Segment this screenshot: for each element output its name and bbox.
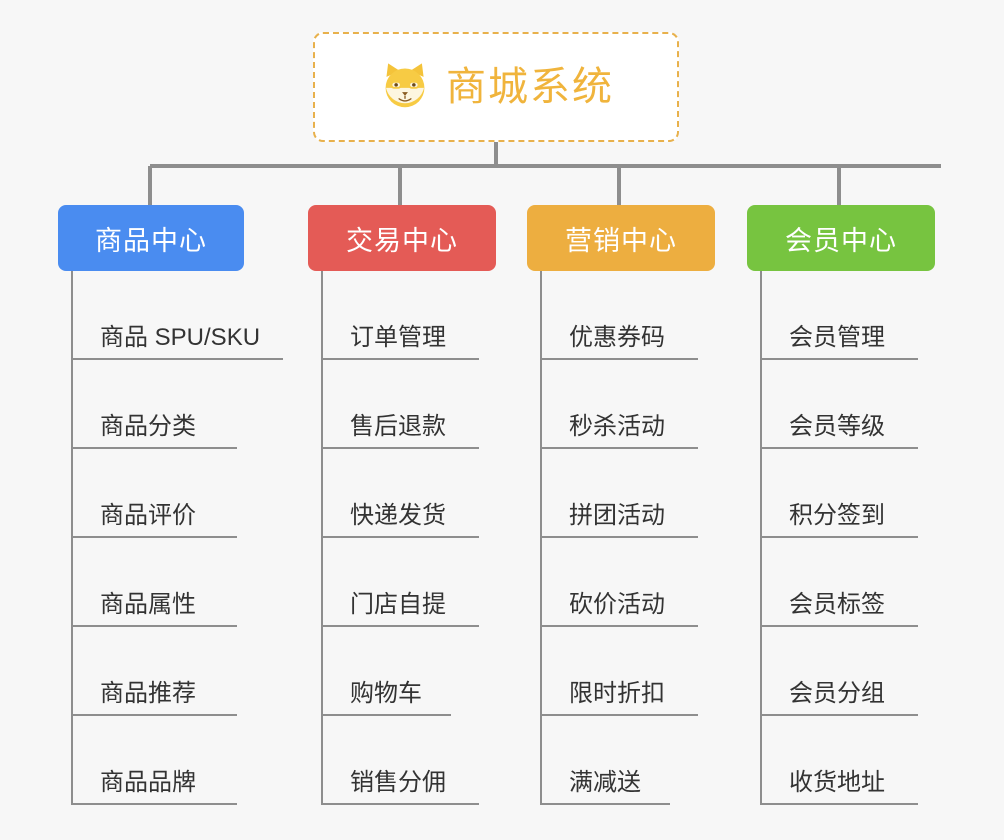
branch-header-label: 商品中心 bbox=[95, 225, 207, 256]
branch-trade-center: 交易中心 订单管理 售后退款 快递发货 门店自提 购物车 bbox=[308, 205, 496, 805]
leaf-list-member-center: 会员管理 会员等级 积分签到 会员标签 会员分组 收货地址 bbox=[747, 271, 935, 805]
leaf-underline bbox=[71, 447, 237, 449]
branch-header-trade-center[interactable]: 交易中心 bbox=[308, 205, 496, 271]
leaf-item-label: 订单管理 bbox=[350, 324, 446, 351]
leaf-underline bbox=[321, 714, 451, 716]
leaf-underline bbox=[321, 447, 479, 449]
leaf-item[interactable]: 限时折扣 bbox=[527, 627, 715, 716]
branch-member-center: 会员中心 会员管理 会员等级 积分签到 会员标签 会员分组 bbox=[747, 205, 935, 805]
leaf-item[interactable]: 收货地址 bbox=[747, 716, 935, 805]
leaf-underline bbox=[321, 536, 479, 538]
leaf-item-label: 门店自提 bbox=[350, 591, 446, 618]
leaf-underline bbox=[540, 447, 698, 449]
root-title: 商城系统 bbox=[446, 65, 614, 109]
leaf-item[interactable]: 商品分类 bbox=[58, 360, 288, 449]
leaf-item[interactable]: 销售分佣 bbox=[308, 716, 496, 805]
branch-header-label: 交易中心 bbox=[346, 225, 458, 256]
branch-trunk-line bbox=[760, 271, 762, 805]
leaf-item-label: 收货地址 bbox=[789, 769, 885, 796]
branch-header-marketing-center[interactable]: 营销中心 bbox=[527, 205, 715, 271]
leaf-underline bbox=[760, 625, 918, 627]
leaf-item[interactable]: 会员标签 bbox=[747, 538, 935, 627]
leaf-item-label: 快递发货 bbox=[350, 502, 446, 529]
branch-header-product-center[interactable]: 商品中心 bbox=[58, 205, 244, 271]
leaf-underline bbox=[71, 803, 237, 805]
leaf-item[interactable]: 商品推荐 bbox=[58, 627, 288, 716]
leaf-item[interactable]: 满减送 bbox=[527, 716, 715, 805]
leaf-underline bbox=[540, 803, 670, 805]
leaf-item-label: 商品分类 bbox=[100, 413, 196, 440]
leaf-item[interactable]: 会员等级 bbox=[747, 360, 935, 449]
branch-header-member-center[interactable]: 会员中心 bbox=[747, 205, 935, 271]
leaf-underline bbox=[760, 358, 918, 360]
leaf-item-label: 秒杀活动 bbox=[569, 413, 665, 440]
leaf-underline bbox=[540, 714, 698, 716]
leaf-item-label: 商品推荐 bbox=[100, 680, 196, 707]
leaf-item-label: 拼团活动 bbox=[569, 502, 665, 529]
leaf-item-label: 会员标签 bbox=[789, 591, 885, 618]
leaf-item[interactable]: 商品 SPU/SKU bbox=[58, 271, 288, 360]
leaf-underline bbox=[321, 358, 479, 360]
leaf-underline bbox=[540, 625, 698, 627]
leaf-item[interactable]: 秒杀活动 bbox=[527, 360, 715, 449]
leaf-underline bbox=[760, 714, 918, 716]
leaf-underline bbox=[321, 803, 479, 805]
leaf-underline bbox=[71, 625, 237, 627]
leaf-item[interactable]: 砍价活动 bbox=[527, 538, 715, 627]
leaf-underline bbox=[760, 803, 918, 805]
root-node[interactable]: 商城系统 bbox=[313, 32, 679, 142]
leaf-item-label: 限时折扣 bbox=[569, 680, 665, 707]
leaf-item-label: 商品评价 bbox=[100, 502, 196, 529]
leaf-list-trade-center: 订单管理 售后退款 快递发货 门店自提 购物车 销售分佣 bbox=[308, 271, 496, 805]
branch-trunk-line bbox=[71, 271, 73, 805]
branch-marketing-center: 营销中心 优惠券码 秒杀活动 拼团活动 砍价活动 限时折扣 bbox=[527, 205, 715, 805]
leaf-item[interactable]: 商品属性 bbox=[58, 538, 288, 627]
leaf-underline bbox=[760, 447, 918, 449]
leaf-list-product-center: 商品 SPU/SKU 商品分类 商品评价 商品属性 商品推荐 商品品牌 bbox=[58, 271, 288, 805]
leaf-underline bbox=[321, 625, 479, 627]
leaf-item[interactable]: 会员分组 bbox=[747, 627, 935, 716]
leaf-item-label: 会员分组 bbox=[789, 680, 885, 707]
leaf-item[interactable]: 售后退款 bbox=[308, 360, 496, 449]
branch-trunk-line bbox=[540, 271, 542, 805]
leaf-item-label: 商品品牌 bbox=[100, 769, 196, 796]
branch-header-label: 会员中心 bbox=[785, 225, 897, 256]
leaf-list-marketing-center: 优惠券码 秒杀活动 拼团活动 砍价活动 限时折扣 满减送 bbox=[527, 271, 715, 805]
leaf-item-label: 满减送 bbox=[569, 769, 641, 796]
leaf-underline bbox=[71, 536, 237, 538]
leaf-item[interactable]: 门店自提 bbox=[308, 538, 496, 627]
leaf-underline bbox=[760, 536, 918, 538]
branch-trunk-line bbox=[321, 271, 323, 805]
leaf-item-label: 优惠券码 bbox=[569, 324, 665, 351]
leaf-item[interactable]: 快递发货 bbox=[308, 449, 496, 538]
leaf-item-label: 商品属性 bbox=[100, 591, 196, 618]
leaf-item[interactable]: 积分签到 bbox=[747, 449, 935, 538]
leaf-underline bbox=[540, 358, 698, 360]
leaf-underline bbox=[71, 358, 283, 360]
leaf-item[interactable]: 订单管理 bbox=[308, 271, 496, 360]
leaf-underline bbox=[71, 714, 237, 716]
shiba-inu-dog-face-icon bbox=[385, 63, 425, 108]
leaf-item[interactable]: 购物车 bbox=[308, 627, 496, 716]
leaf-item[interactable]: 优惠券码 bbox=[527, 271, 715, 360]
leaf-item[interactable]: 商品品牌 bbox=[58, 716, 288, 805]
leaf-item-label: 购物车 bbox=[350, 680, 422, 707]
leaf-item-label: 会员等级 bbox=[789, 413, 885, 440]
leaf-item[interactable]: 拼团活动 bbox=[527, 449, 715, 538]
leaf-item-label: 砍价活动 bbox=[569, 591, 665, 618]
leaf-item[interactable]: 商品评价 bbox=[58, 449, 288, 538]
leaf-item-label: 售后退款 bbox=[350, 413, 446, 440]
leaf-item-label: 积分签到 bbox=[789, 502, 885, 529]
leaf-item-label: 销售分佣 bbox=[350, 769, 446, 796]
branch-product-center: 商品中心 商品 SPU/SKU 商品分类 商品评价 商品属性 商品推荐 bbox=[58, 205, 288, 805]
leaf-item[interactable]: 会员管理 bbox=[747, 271, 935, 360]
leaf-item-label: 会员管理 bbox=[789, 324, 885, 351]
leaf-underline bbox=[540, 536, 698, 538]
branch-header-label: 营销中心 bbox=[565, 225, 677, 256]
leaf-item-label: 商品 SPU/SKU bbox=[100, 324, 261, 351]
